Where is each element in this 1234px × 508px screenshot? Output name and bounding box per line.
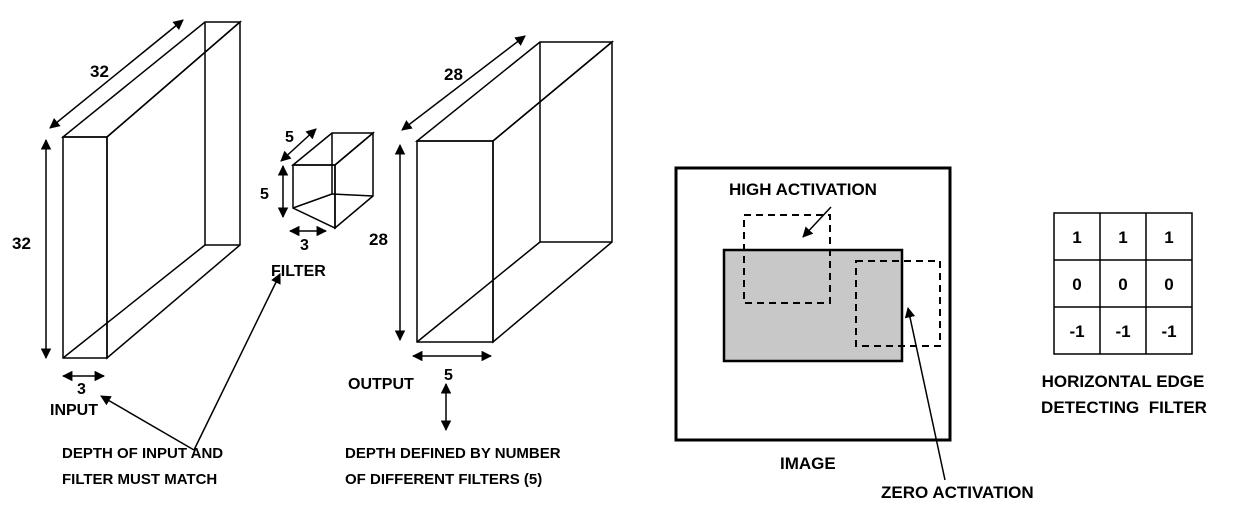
filter-cube — [290, 131, 376, 230]
output-hidden-edge — [416, 241, 541, 343]
input-hidden-edge — [62, 244, 206, 359]
zero-activation-arrow — [904, 306, 946, 481]
output-side-face — [492, 40, 613, 344]
edge-filter-cell: -1 — [1115, 322, 1130, 341]
input-depth-label: 3 — [77, 381, 86, 398]
filter-width-arrow — [280, 128, 317, 162]
high-activation-arrow — [802, 206, 832, 238]
depth-match-arrow-to-input — [100, 395, 195, 451]
depth-match-note-line1: DEPTH OF INPUT AND — [62, 445, 223, 462]
edge-filter-caption-line2: DETECTING FILTER — [1041, 398, 1207, 417]
image-shaded-region — [722, 248, 904, 363]
filter-top-face — [290, 132, 376, 166]
filter-height-label: 5 — [260, 186, 269, 203]
output-height-label: 28 — [369, 230, 388, 249]
input-width-arrow — [49, 19, 184, 129]
high-activation-label: HIGH ACTIVATION — [729, 180, 877, 199]
edge-filter-border — [1053, 212, 1193, 355]
depth-match-note-line2: FILTER MUST MATCH — [62, 471, 217, 488]
filter-caption: FILTER — [271, 263, 326, 280]
high-activation-window — [743, 214, 831, 304]
zero-activation-window — [855, 260, 941, 347]
edge-filter-cell: 1 — [1164, 228, 1173, 247]
filter-hidden-edge — [292, 193, 333, 209]
image-caption: IMAGE — [780, 454, 836, 473]
output-volume — [414, 40, 615, 344]
input-width-label: 32 — [90, 62, 109, 81]
output-width-label: 28 — [444, 65, 463, 84]
depth-defined-note-line1: DEPTH DEFINED BY NUMBER — [345, 445, 561, 462]
edge-filter-cell: 0 — [1072, 275, 1081, 294]
filter-depth-label: 3 — [300, 237, 309, 254]
depth-defined-note-line2: OF DIFFERENT FILTERS (5) — [345, 471, 542, 488]
input-front-face — [62, 136, 108, 359]
output-width-arrow — [401, 35, 526, 131]
edge-filter-grid: 1 1 1 0 0 0 -1 -1 -1 — [1053, 212, 1193, 355]
filter-width-label: 5 — [285, 129, 294, 146]
filter-hidden-edge — [331, 193, 374, 197]
depth-match-arrow-to-filter — [193, 273, 281, 451]
edge-filter-cell: 0 — [1164, 275, 1173, 294]
filter-front-face — [292, 164, 336, 230]
edge-filter-cell: 1 — [1072, 228, 1081, 247]
edge-filter-caption-line1: HORIZONTAL EDGE — [1042, 372, 1205, 391]
output-top-face — [414, 41, 615, 142]
output-caption: OUTPUT — [348, 376, 414, 393]
input-caption: INPUT — [50, 402, 98, 419]
filter-side-face — [334, 131, 374, 230]
zero-activation-label: ZERO ACTIVATION — [881, 483, 1034, 502]
edge-filter-cell: -1 — [1161, 322, 1176, 341]
output-depth-label: 5 — [444, 367, 453, 384]
edge-filter-cell: -1 — [1069, 322, 1084, 341]
edge-filter-cell: 0 — [1118, 275, 1127, 294]
input-height-label: 32 — [12, 234, 31, 253]
edge-filter-cell: 1 — [1118, 228, 1127, 247]
